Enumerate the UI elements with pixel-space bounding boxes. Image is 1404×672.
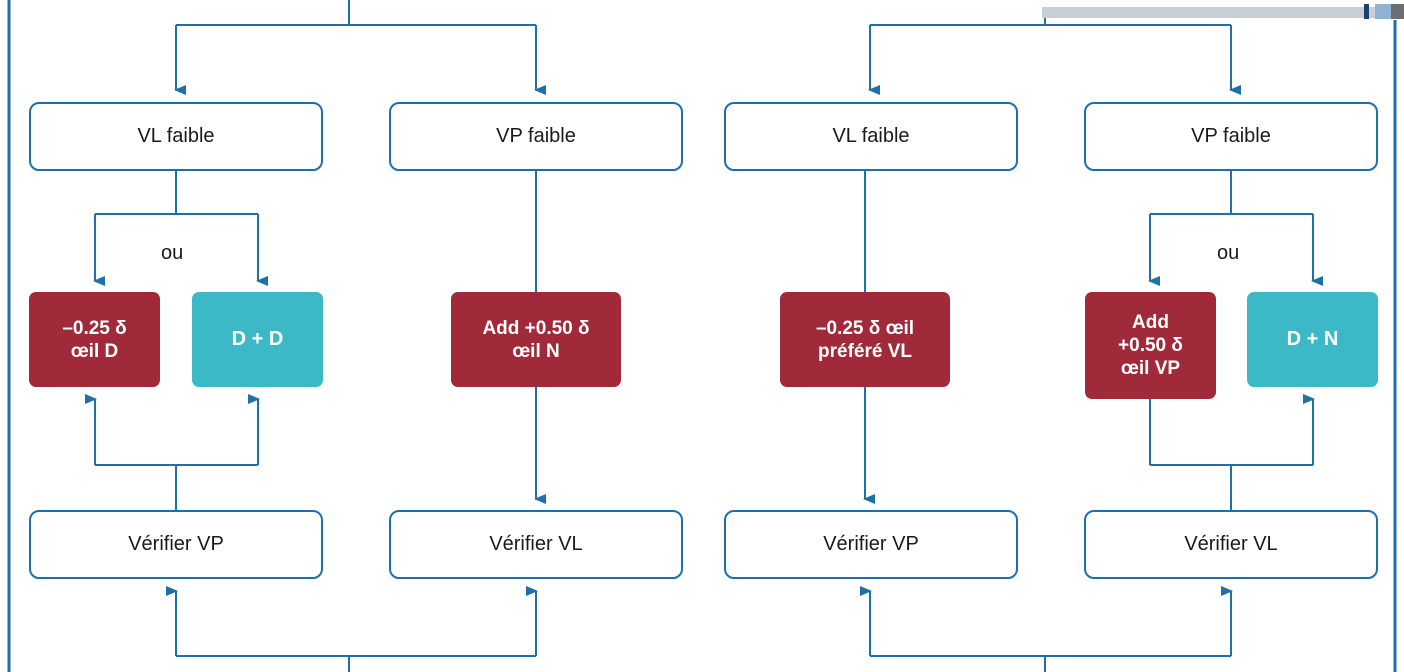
minus-025-preferred-box: –0.25 δ œil préféré VL — [780, 292, 950, 387]
vl-faible-box-right: VL faible — [724, 102, 1018, 171]
vl-faible-label: VL faible — [832, 125, 910, 147]
verifier-vp-box-right: Vérifier VP — [724, 510, 1018, 579]
or-label-right: ou — [1217, 242, 1240, 264]
vp-faible-box-right: VP faible — [1084, 102, 1378, 171]
vp-faible-label: VP faible — [1191, 125, 1271, 147]
or-label-left: ou — [161, 242, 184, 264]
verifier-vp-label: Vérifier VP — [823, 533, 919, 555]
vp-faible-label: VP faible — [496, 125, 576, 147]
vp-faible-box-left: VP faible — [389, 102, 683, 171]
d-plus-n-box: D + N — [1247, 292, 1378, 387]
scrollbar-marker — [1375, 4, 1391, 19]
add-050-box-left: Add +0.50 δ œil N — [451, 292, 621, 387]
d-plus-d-box: D + D — [192, 292, 323, 387]
verifier-vp-box-left: Vérifier VP — [29, 510, 323, 579]
scrollbar-thumb[interactable] — [1391, 4, 1404, 19]
scrollbar-track[interactable] — [1042, 7, 1404, 18]
minus-025-box-left: –0.25 δ œil D — [29, 292, 160, 387]
scrollbar-marker — [1364, 4, 1369, 19]
add-050-box-right: Add +0.50 δ œil VP — [1085, 292, 1216, 399]
verifier-vl-box-right: Vérifier VL — [1084, 510, 1378, 579]
verifier-vl-box-left: Vérifier VL — [389, 510, 683, 579]
horizontal-scrollbar[interactable] — [1042, 4, 1404, 19]
vl-faible-label: VL faible — [137, 125, 215, 147]
verifier-vl-label: Vérifier VL — [489, 533, 583, 555]
vl-faible-box-left: VL faible — [29, 102, 323, 171]
verifier-vl-label: Vérifier VL — [1184, 533, 1278, 555]
verifier-vp-label: Vérifier VP — [128, 533, 224, 555]
